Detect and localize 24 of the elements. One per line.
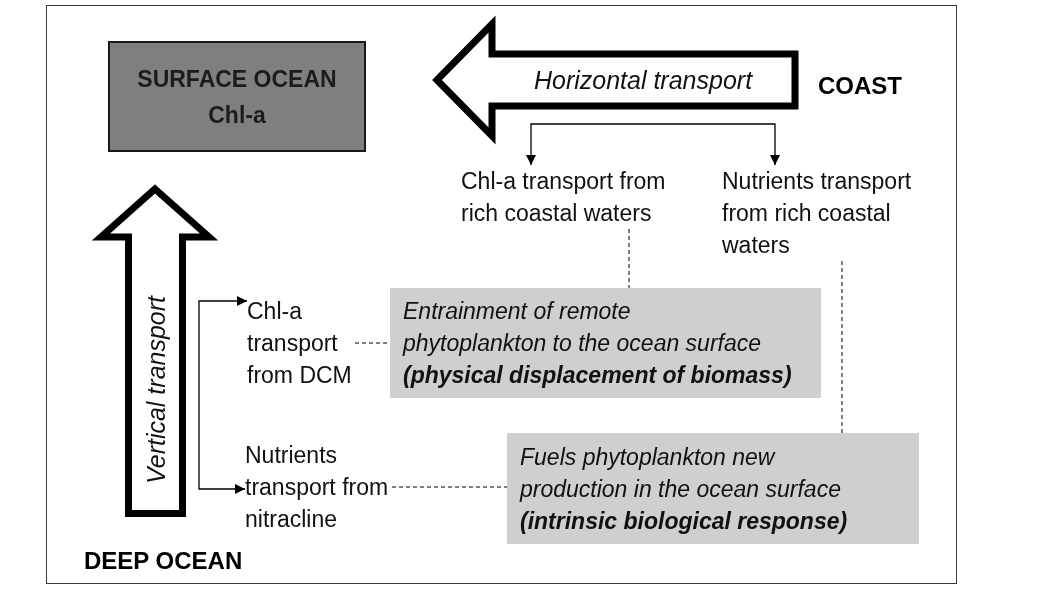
box-heading: SURFACE OCEAN (137, 64, 337, 94)
arrow (198, 296, 248, 396)
dashed-line (391, 486, 508, 488)
description-text: Chl-a transport from DCM (247, 295, 355, 391)
dashed-line (628, 228, 630, 289)
arrow (652, 123, 780, 166)
note-emphasis: (physical displacement of biomass) (403, 361, 792, 390)
description-text: Nutrients transport from rich coastal waters (722, 165, 915, 261)
arrow-label: Horizontal transport (533, 65, 753, 95)
arrow-label: Vertical transport (140, 296, 171, 484)
box-subheading: Chl-a (208, 100, 266, 130)
arrow (526, 123, 654, 166)
filled-box (108, 41, 366, 152)
note-box (507, 433, 919, 544)
note-box (390, 288, 821, 398)
region-label: DEEP OCEAN (84, 547, 243, 575)
description-text: Chl-a transport from rich coastal waters (461, 165, 669, 229)
dashed-line (841, 260, 843, 434)
note-text: Fuels phytoplankton new production in the ocean surface (520, 443, 842, 504)
description-text: Nutrients transport from nitracline (245, 439, 392, 535)
arrow (198, 394, 246, 494)
note-emphasis: (intrinsic biological response) (520, 507, 848, 536)
region-label: COAST (818, 72, 902, 100)
note-text: Entrainment of remote phytoplankton to the ocean surface (403, 297, 763, 358)
